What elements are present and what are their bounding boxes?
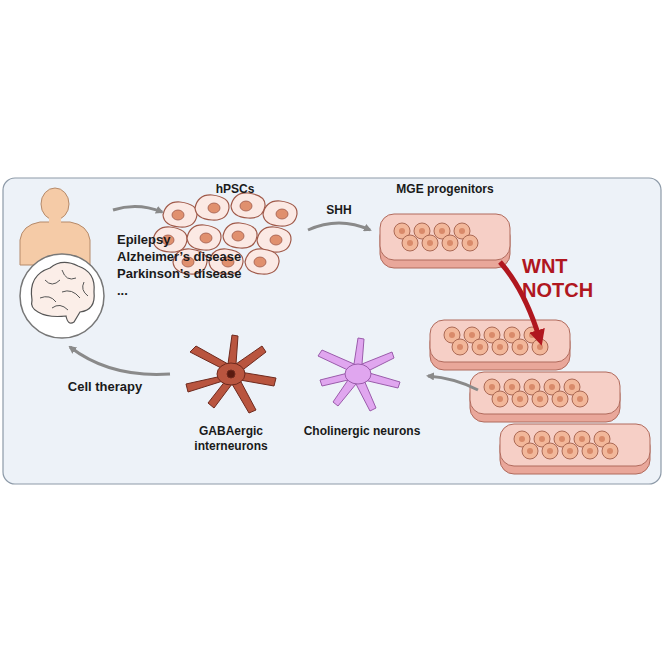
culture-node: MGE progenitors xyxy=(370,182,520,272)
disease-name: Epilepsy xyxy=(117,232,170,247)
brain-icon xyxy=(20,254,104,338)
process-arrow xyxy=(308,223,370,230)
differentiation-arrow xyxy=(428,376,478,390)
disease-name: ... xyxy=(117,283,128,298)
panel xyxy=(3,178,661,484)
node-label: GABAergic interneurons xyxy=(170,424,292,454)
disease-name: Alzheimer’s disease xyxy=(117,249,241,264)
pathway-label: NOTCH xyxy=(522,279,593,302)
culture-dish xyxy=(430,320,570,370)
neuron-node: Cholinergic neurons xyxy=(300,332,424,460)
edge-label: SHH xyxy=(326,203,351,217)
pathway-label: WNT xyxy=(522,255,568,278)
process-arrow xyxy=(113,206,162,212)
node-label: Cholinergic neurons xyxy=(300,424,424,439)
neuron-node: GABAergic interneurons xyxy=(170,332,292,460)
culture-node: hPSCs xyxy=(162,182,308,278)
disease-name: Parkinson’s disease xyxy=(117,266,242,281)
cholinergic-neuron xyxy=(318,338,400,411)
node-label: hPSCs xyxy=(216,182,255,196)
culture-dish xyxy=(470,372,620,422)
node-label: MGE progenitors xyxy=(396,182,493,196)
human-figure xyxy=(20,188,90,265)
process-arrow xyxy=(70,347,170,374)
patient-node: EpilepsyAlzheimer’s diseaseParkinson’s d… xyxy=(15,190,235,345)
gabaergic-neuron xyxy=(186,335,276,413)
culture-dish xyxy=(500,424,650,474)
edge-label: Cell therapy xyxy=(68,379,142,394)
culture-dish xyxy=(380,214,510,268)
